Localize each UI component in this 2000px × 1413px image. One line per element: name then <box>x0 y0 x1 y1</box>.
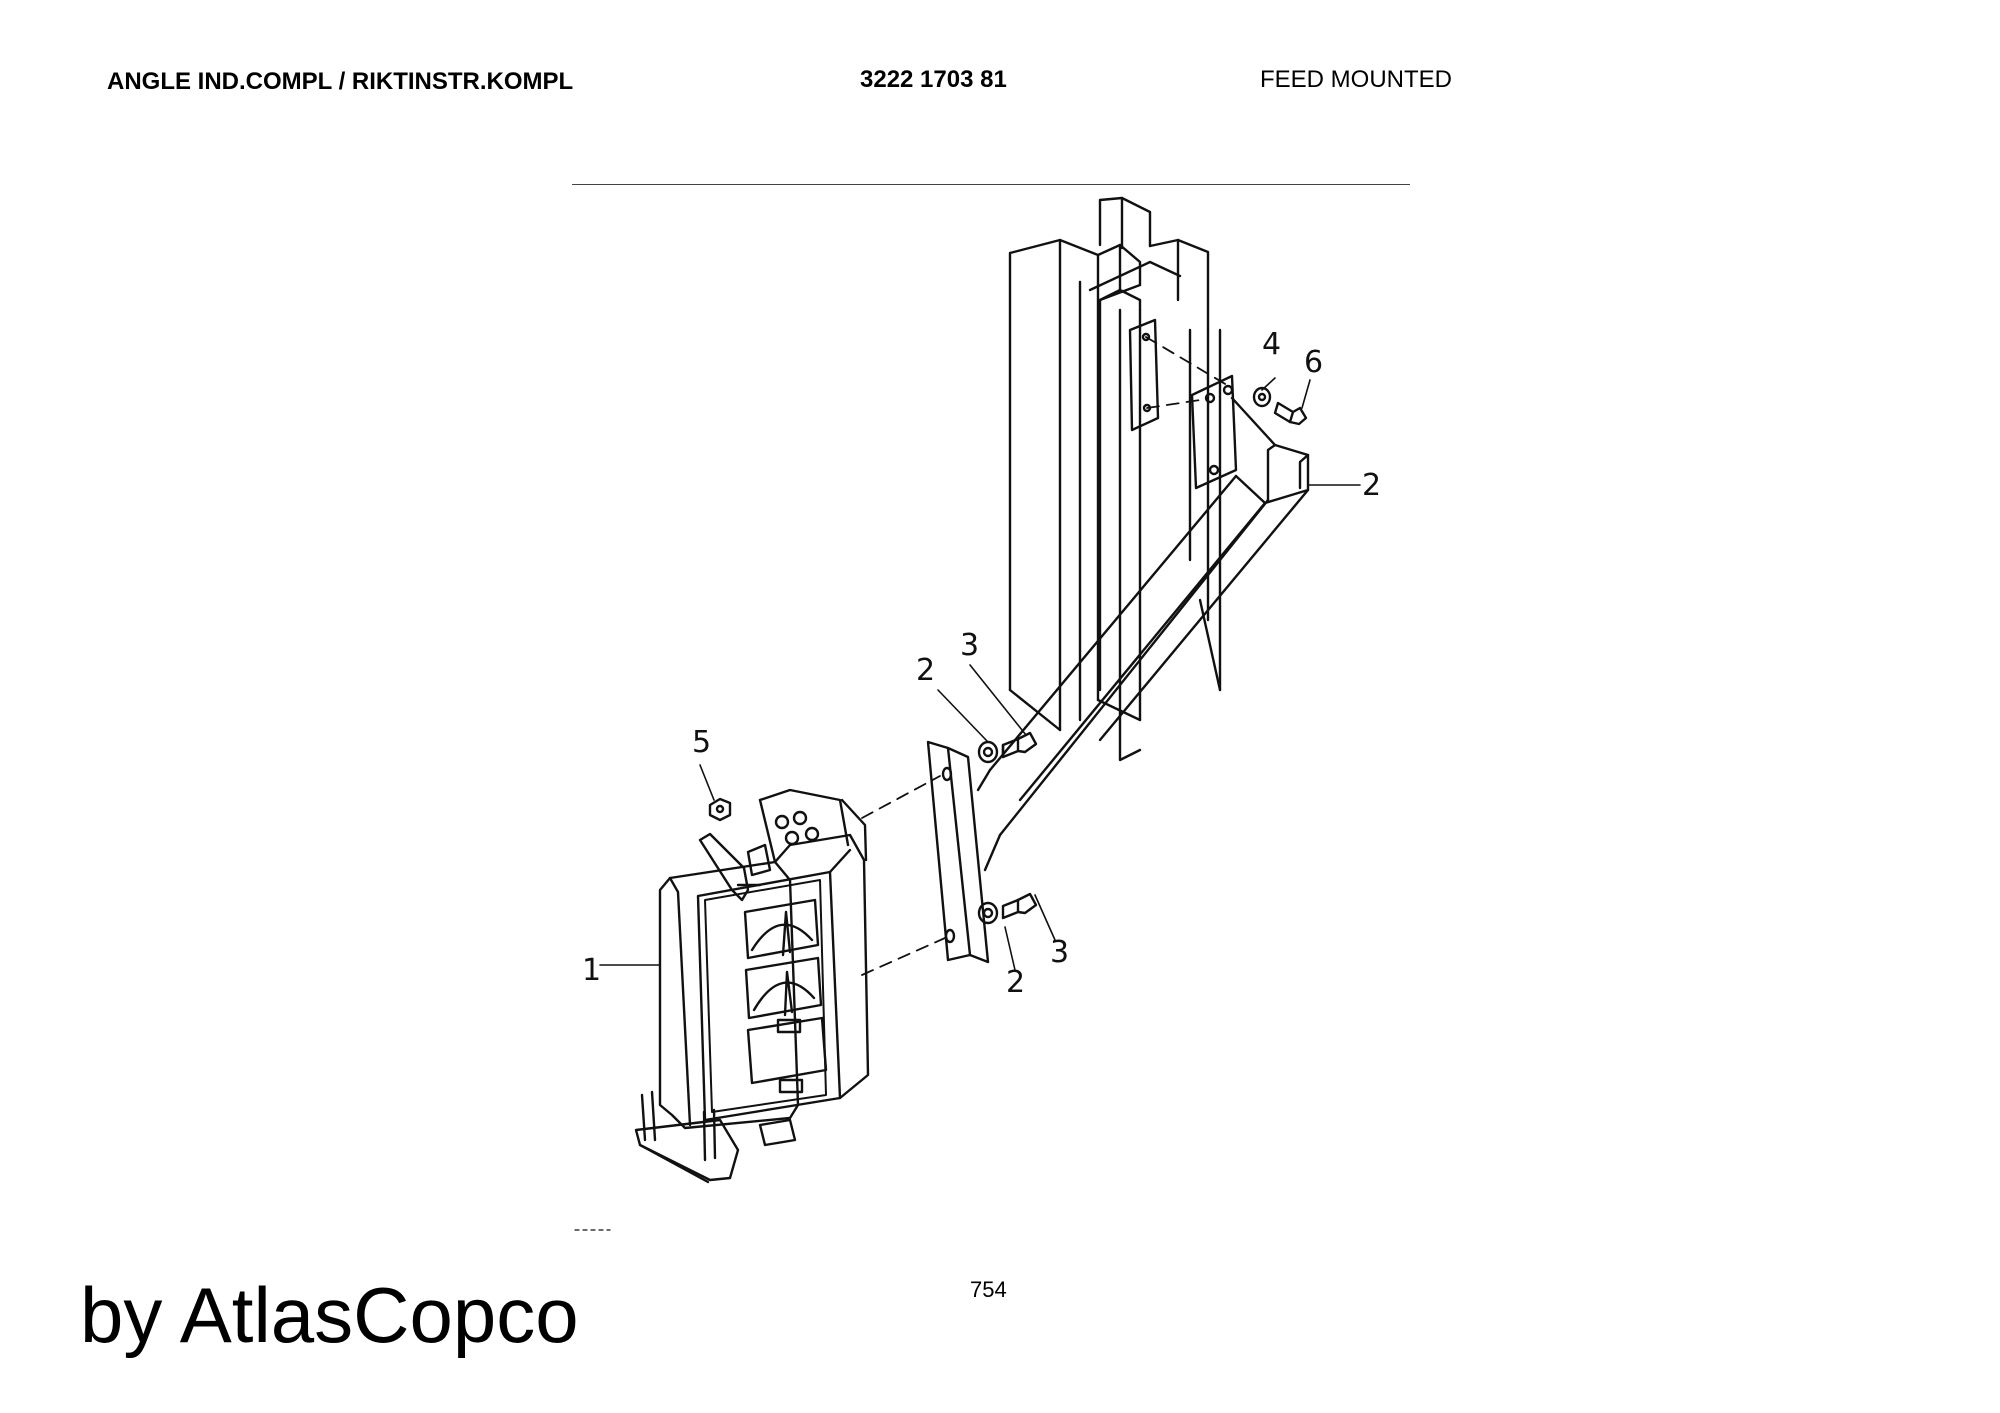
washer-bolt-low <box>977 892 1038 925</box>
upper-gauge <box>743 898 820 960</box>
callout-5: 5 <box>692 725 711 760</box>
part-number: 3222 1703 81 <box>860 66 1007 93</box>
alignment-lines-lower <box>861 775 946 976</box>
assembly-description: FEED MOUNTED <box>1260 66 1452 93</box>
feed-beam <box>1008 196 1222 762</box>
angle-indicator-housing <box>658 788 870 1130</box>
washer-bolt-upper <box>1252 386 1308 426</box>
callout-1: 1 <box>582 953 601 988</box>
callout-labels: 1 2 2 2 3 3 4 5 6 <box>582 327 1381 1000</box>
beam-mounting-plate <box>1128 318 1160 432</box>
nut-5 <box>708 797 732 822</box>
callout-4: 4 <box>1262 327 1281 362</box>
callout-2-low: 2 <box>1006 965 1025 1000</box>
base-bracket <box>634 1090 797 1184</box>
leader-lines <box>599 377 1311 971</box>
bracket-arm <box>976 374 1310 872</box>
top-fittings <box>746 810 820 877</box>
callout-6: 6 <box>1304 345 1323 380</box>
brand-watermark: by AtlasCopco <box>80 1271 579 1359</box>
document-title: ANGLE IND.COMPL / RIKTINSTR.KOMPL <box>107 68 574 95</box>
clamp-lever <box>698 832 762 902</box>
page-number: 754 <box>970 1277 1007 1302</box>
callout-2-top: 2 <box>1362 468 1381 503</box>
header-divider <box>572 184 1410 185</box>
display-window <box>746 1016 828 1094</box>
callout-3-mid: 3 <box>960 628 979 663</box>
callout-2-mid: 2 <box>916 653 935 688</box>
vertical-plate <box>926 740 990 964</box>
callout-3-low: 3 <box>1050 935 1069 970</box>
